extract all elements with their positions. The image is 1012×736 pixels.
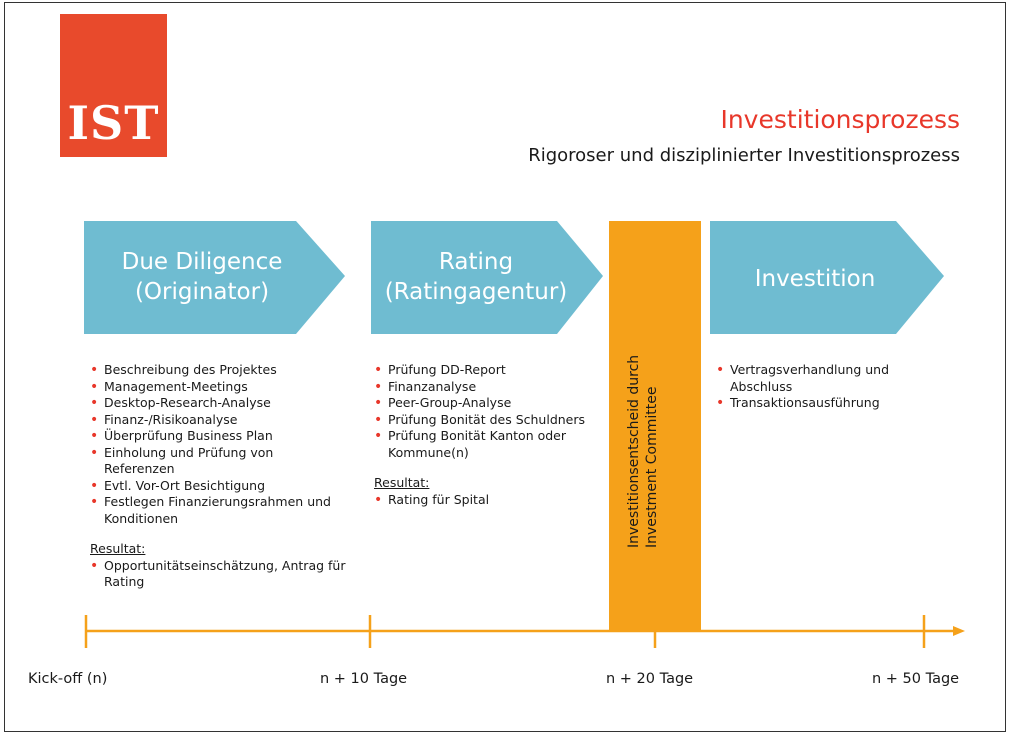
investment-committee-band (609, 221, 701, 631)
stage-rating-label: Rating (Ratingagentur) (371, 247, 581, 307)
list-item: Beschreibung des Projektes (90, 362, 345, 379)
stage-subtitle: (Ratingagentur) (384, 279, 568, 305)
list-item: Prüfung Bonität des Schuldners (374, 412, 604, 429)
list-item: Festlegen Finanzierungsrahmen und Kondit… (90, 494, 334, 527)
list-item: Prüfung DD-Report (374, 362, 604, 379)
timeline-label-kickoff: Kick-off (n) (28, 671, 108, 687)
rating-result-list: Rating für Spital (374, 492, 604, 509)
list-item: Management-Meetings (90, 379, 345, 396)
arrow-due-diligence (84, 221, 345, 334)
stage-due-diligence-label: Due Diligence (Originator) (84, 247, 320, 307)
stage-title: Rating (438, 249, 514, 275)
result-label: Resultat: (374, 475, 430, 490)
due-diligence-column: Beschreibung des Projektes Management-Me… (90, 362, 345, 591)
list-item: Finanz-/Risikoanalyse (90, 412, 345, 429)
investition-list: Vertragsverhandlung und Abschluss Transa… (716, 362, 916, 412)
list-item: Prüfung Bonität Kanton oder Kommune(n) (374, 428, 588, 461)
list-item: Opportunitätseinschätzung, Antrag für Ra… (90, 558, 354, 591)
list-item: Finanzanalyse (374, 379, 604, 396)
arrow-investition (710, 221, 944, 334)
logo-text: IST (67, 96, 160, 150)
result-label: Resultat: (90, 541, 146, 556)
list-item: Rating für Spital (374, 492, 604, 509)
list-item: Überprüfung Business Plan (90, 428, 345, 445)
slide-title: Investitionsprozess (720, 105, 960, 134)
stage-subtitle: (Originator) (134, 279, 270, 305)
list-item: Einholung und Prüfung von Referenzen (90, 445, 314, 478)
due-diligence-result-list: Opportunitätseinschätzung, Antrag für Ra… (90, 558, 345, 591)
list-item: Vertragsverhandlung und Abschluss (716, 362, 915, 395)
arrow-rating (371, 221, 603, 334)
list-item: Peer-Group-Analyse (374, 395, 604, 412)
timeline-arrowhead (953, 626, 965, 636)
timeline-label-20: n + 20 Tage (606, 671, 694, 687)
rating-column: Prüfung DD-Report Finanzanalyse Peer-Gro… (374, 362, 604, 508)
rating-list: Prüfung DD-Report Finanzanalyse Peer-Gro… (374, 362, 604, 461)
due-diligence-list: Beschreibung des Projektes Management-Me… (90, 362, 345, 527)
stage-investition-label: Investition (710, 264, 920, 294)
investition-column: Vertragsverhandlung und Abschluss Transa… (716, 362, 916, 412)
timeline-label-50: n + 50 Tage (872, 671, 960, 687)
stage-title: Investition (754, 266, 876, 292)
stage-title: Due Diligence (121, 249, 283, 275)
list-item: Evtl. Vor-Ort Besichtigung (90, 478, 345, 495)
list-item: Desktop-Research-Analyse (90, 395, 345, 412)
timeline-label-10: n + 10 Tage (320, 671, 408, 687)
ist-logo: IST (60, 14, 167, 157)
slide-subtitle: Rigoroser und disziplinierter Investitio… (528, 145, 960, 166)
list-item: Transaktionsausführung (716, 395, 916, 412)
